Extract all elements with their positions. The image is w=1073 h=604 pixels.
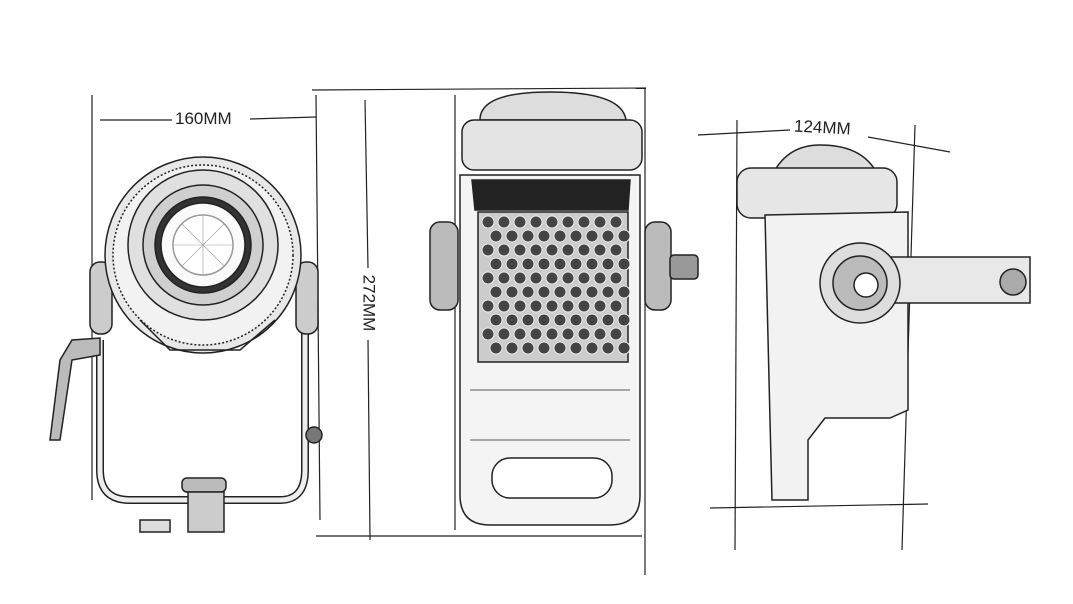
vent-hole xyxy=(585,341,599,355)
vent-hole xyxy=(585,229,599,243)
vent-hole xyxy=(593,299,607,313)
vent-hole xyxy=(529,215,543,229)
vent-hole xyxy=(617,229,631,243)
vent-hole xyxy=(609,271,623,285)
vent-grid xyxy=(481,215,631,355)
vent-hole xyxy=(585,257,599,271)
width-label: 160MM xyxy=(172,110,235,128)
vent-hole xyxy=(505,257,519,271)
height-label: 272MM xyxy=(359,271,378,335)
vent-hole xyxy=(521,229,535,243)
vent-hole xyxy=(497,243,511,257)
vent-hole xyxy=(481,327,495,341)
vent-hole xyxy=(481,243,495,257)
vent-hole xyxy=(481,299,495,313)
vent-hole xyxy=(481,215,495,229)
vent-hole xyxy=(505,285,519,299)
vent-hole xyxy=(585,285,599,299)
vent-hole xyxy=(577,243,591,257)
vent-hole xyxy=(521,285,535,299)
front-view xyxy=(49,156,323,533)
vent-hole xyxy=(513,215,527,229)
vent-hole xyxy=(537,229,551,243)
vent-hole xyxy=(513,299,527,313)
vent-hole xyxy=(497,215,511,229)
vent-hole xyxy=(601,229,615,243)
vent-hole xyxy=(545,271,559,285)
vent-hole xyxy=(521,341,535,355)
vent-hole xyxy=(529,243,543,257)
vent-hole xyxy=(537,285,551,299)
vent-hole xyxy=(497,327,511,341)
vent-hole xyxy=(545,243,559,257)
vent-hole xyxy=(569,313,583,327)
vent-hole xyxy=(569,257,583,271)
vent-hole xyxy=(545,327,559,341)
vent-hole xyxy=(577,327,591,341)
vent-hole xyxy=(489,313,503,327)
vent-hole xyxy=(569,285,583,299)
vent-hole xyxy=(609,243,623,257)
vent-hole xyxy=(553,341,567,355)
vent-hole xyxy=(537,313,551,327)
vent-hole xyxy=(593,243,607,257)
vent-hole xyxy=(529,271,543,285)
vent-hole xyxy=(521,313,535,327)
vent-hole xyxy=(513,243,527,257)
side-view xyxy=(736,144,1031,501)
vent-hole xyxy=(497,271,511,285)
vent-hole xyxy=(561,243,575,257)
vent-hole xyxy=(545,299,559,313)
vent-hole xyxy=(561,271,575,285)
vent-hole xyxy=(561,215,575,229)
vent-hole xyxy=(609,327,623,341)
vent-hole xyxy=(593,271,607,285)
vent-hole xyxy=(561,327,575,341)
vent-hole xyxy=(513,271,527,285)
vent-hole xyxy=(617,341,631,355)
vent-hole xyxy=(481,271,495,285)
vent-hole xyxy=(561,299,575,313)
vent-hole xyxy=(505,229,519,243)
depth-label: 124MM xyxy=(790,117,855,139)
vent-hole xyxy=(521,257,535,271)
vent-hole xyxy=(617,285,631,299)
vent-hole xyxy=(617,257,631,271)
vent-hole xyxy=(601,285,615,299)
height-dimension-lines xyxy=(311,87,647,575)
vent-hole xyxy=(601,341,615,355)
vent-hole xyxy=(497,299,511,313)
vent-hole xyxy=(489,341,503,355)
vent-hole xyxy=(553,229,567,243)
vent-hole xyxy=(569,229,583,243)
vent-hole xyxy=(593,215,607,229)
vent-hole xyxy=(489,285,503,299)
vent-hole xyxy=(577,271,591,285)
vent-hole xyxy=(489,229,503,243)
vent-hole xyxy=(577,299,591,313)
vent-hole xyxy=(513,327,527,341)
vent-hole xyxy=(553,285,567,299)
vent-hole xyxy=(585,313,599,327)
vent-hole xyxy=(537,341,551,355)
vent-hole xyxy=(609,215,623,229)
vent-hole xyxy=(537,257,551,271)
vent-hole xyxy=(505,313,519,327)
vent-hole xyxy=(609,299,623,313)
vent-hole xyxy=(593,327,607,341)
vent-hole xyxy=(577,215,591,229)
vent-hole xyxy=(489,257,503,271)
vent-hole xyxy=(553,257,567,271)
vent-hole xyxy=(617,313,631,327)
vent-hole xyxy=(545,215,559,229)
vent-hole xyxy=(601,313,615,327)
vent-hole xyxy=(505,341,519,355)
vent-hole xyxy=(553,313,567,327)
vent-hole xyxy=(529,299,543,313)
vent-hole xyxy=(601,257,615,271)
vent-hole xyxy=(569,341,583,355)
vent-hole xyxy=(529,327,543,341)
